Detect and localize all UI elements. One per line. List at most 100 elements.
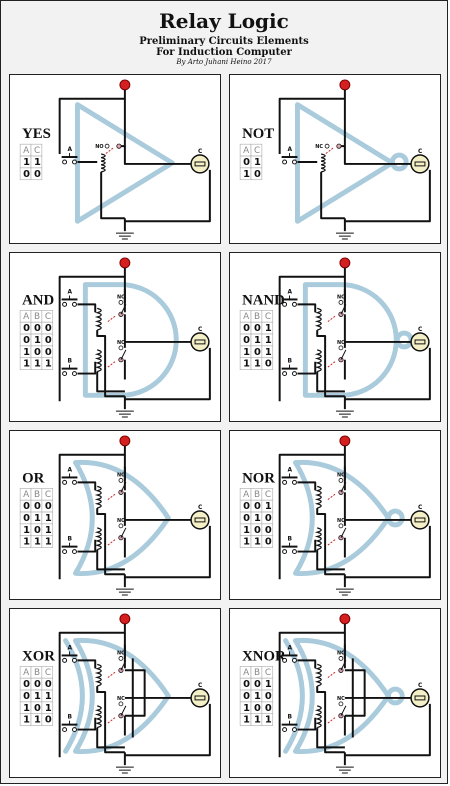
coil-b-ground	[316, 727, 345, 749]
truth-table-value: 0	[254, 323, 261, 334]
relay-coil	[94, 663, 102, 687]
input-b-wire	[297, 539, 317, 553]
gate-name: OR	[22, 470, 45, 486]
relay-contact	[338, 523, 344, 529]
truth-table-header: C	[265, 668, 271, 678]
gate-outline-or	[73, 637, 171, 754]
truth-table-value: 1	[254, 513, 261, 524]
truth-table-value: 0	[254, 501, 261, 512]
switch-terminal	[62, 727, 68, 733]
lamp-filament	[194, 161, 206, 167]
relay-contact	[118, 656, 124, 661]
ground-symbol	[335, 588, 354, 596]
relay-coil	[314, 663, 322, 687]
input-label: A	[68, 468, 73, 474]
ground-symbol	[335, 410, 354, 418]
coil-b-ground	[96, 371, 125, 393]
truth-table-header: C	[265, 312, 271, 322]
truth-table-value: 1	[254, 335, 261, 346]
truth-table-value: 1	[243, 525, 250, 536]
switch-terminal	[282, 657, 288, 663]
input-label: B	[68, 359, 73, 365]
gate-outline-xor-extra-curve	[283, 638, 305, 754]
gate-name: AND	[22, 292, 54, 308]
relay-contact	[118, 523, 124, 529]
output-lamp	[410, 332, 430, 352]
relay-contact	[338, 300, 344, 305]
truth-table-value: 0	[243, 501, 250, 512]
switch-terminal	[292, 727, 297, 733]
truth-table-cell	[41, 357, 54, 370]
ground-symbol	[115, 232, 134, 240]
truth-table-value: 1	[34, 157, 41, 168]
relay-pole	[118, 535, 124, 541]
contact-wire	[340, 134, 346, 148]
xor-cross-wire	[124, 669, 146, 717]
xor-cross-wire	[344, 669, 366, 717]
relay-contact	[118, 345, 124, 351]
switch-terminal	[72, 727, 77, 733]
output-label: C	[418, 327, 422, 333]
output-lamp	[410, 154, 430, 174]
gate-name: XOR	[22, 648, 55, 664]
truth-table-header: B	[254, 312, 260, 322]
truth-table-cell	[261, 357, 274, 370]
relay-armature	[340, 304, 347, 315]
output-label: C	[418, 505, 422, 511]
truth-table-value: 0	[243, 691, 250, 702]
input-label: A	[288, 468, 293, 474]
truth-table-value: 1	[254, 157, 261, 168]
subtitle-line-2: For Induction Computer	[156, 47, 292, 58]
relay-coil	[314, 485, 322, 509]
truth-table-value: 0	[254, 525, 261, 536]
coil-a-ground	[316, 330, 345, 398]
gate-outline-or	[293, 637, 391, 754]
truth-table-value: 0	[34, 347, 41, 358]
input-label: A	[68, 147, 73, 153]
lamp-filament	[414, 517, 426, 523]
mechanical-link-dashed	[106, 361, 116, 369]
switch-terminal	[282, 371, 288, 377]
truth-table-value: 0	[243, 323, 250, 334]
truth-table-value: 0	[34, 501, 41, 512]
truth-table-value: 1	[23, 157, 30, 168]
power-node	[119, 79, 131, 91]
coil-b-ground	[316, 371, 345, 393]
relay-pole	[338, 667, 344, 673]
relay-contact	[118, 701, 124, 707]
relay-armature	[120, 705, 127, 716]
truth-table-value: 1	[265, 501, 272, 512]
mechanical-link-dashed	[326, 671, 336, 679]
inversion-bubble	[385, 508, 405, 528]
truth-table-value: 1	[34, 359, 41, 370]
coil-ground	[320, 171, 345, 220]
input-label: A	[288, 147, 293, 153]
output-lamp	[410, 510, 430, 530]
relay-pole	[336, 143, 342, 149]
truth-table-header: C	[45, 668, 51, 678]
truth-table-value: 1	[45, 537, 52, 548]
truth-table-value: 0	[45, 347, 52, 358]
truth-table-header: C	[34, 146, 40, 156]
ground-symbol	[335, 766, 354, 774]
relay-coil	[314, 527, 322, 551]
mechanical-link-dashed	[106, 717, 116, 725]
relay-pole	[338, 357, 344, 363]
truth-table-value: 0	[254, 703, 261, 714]
truth-table-value: 1	[243, 537, 250, 548]
contact-wire	[120, 134, 126, 148]
truth-table-value: 1	[265, 347, 272, 358]
gate-name: NAND	[242, 292, 285, 308]
input-label: A	[68, 646, 73, 652]
output-label: C	[198, 505, 202, 511]
return-wire	[344, 347, 431, 401]
truth-table-header: C	[254, 146, 260, 156]
switch-terminal	[292, 657, 297, 663]
truth-table-value: 1	[45, 359, 52, 370]
coil-a-ground	[96, 686, 125, 754]
truth-table-header: A	[243, 146, 249, 156]
ground-symbol	[335, 232, 354, 240]
